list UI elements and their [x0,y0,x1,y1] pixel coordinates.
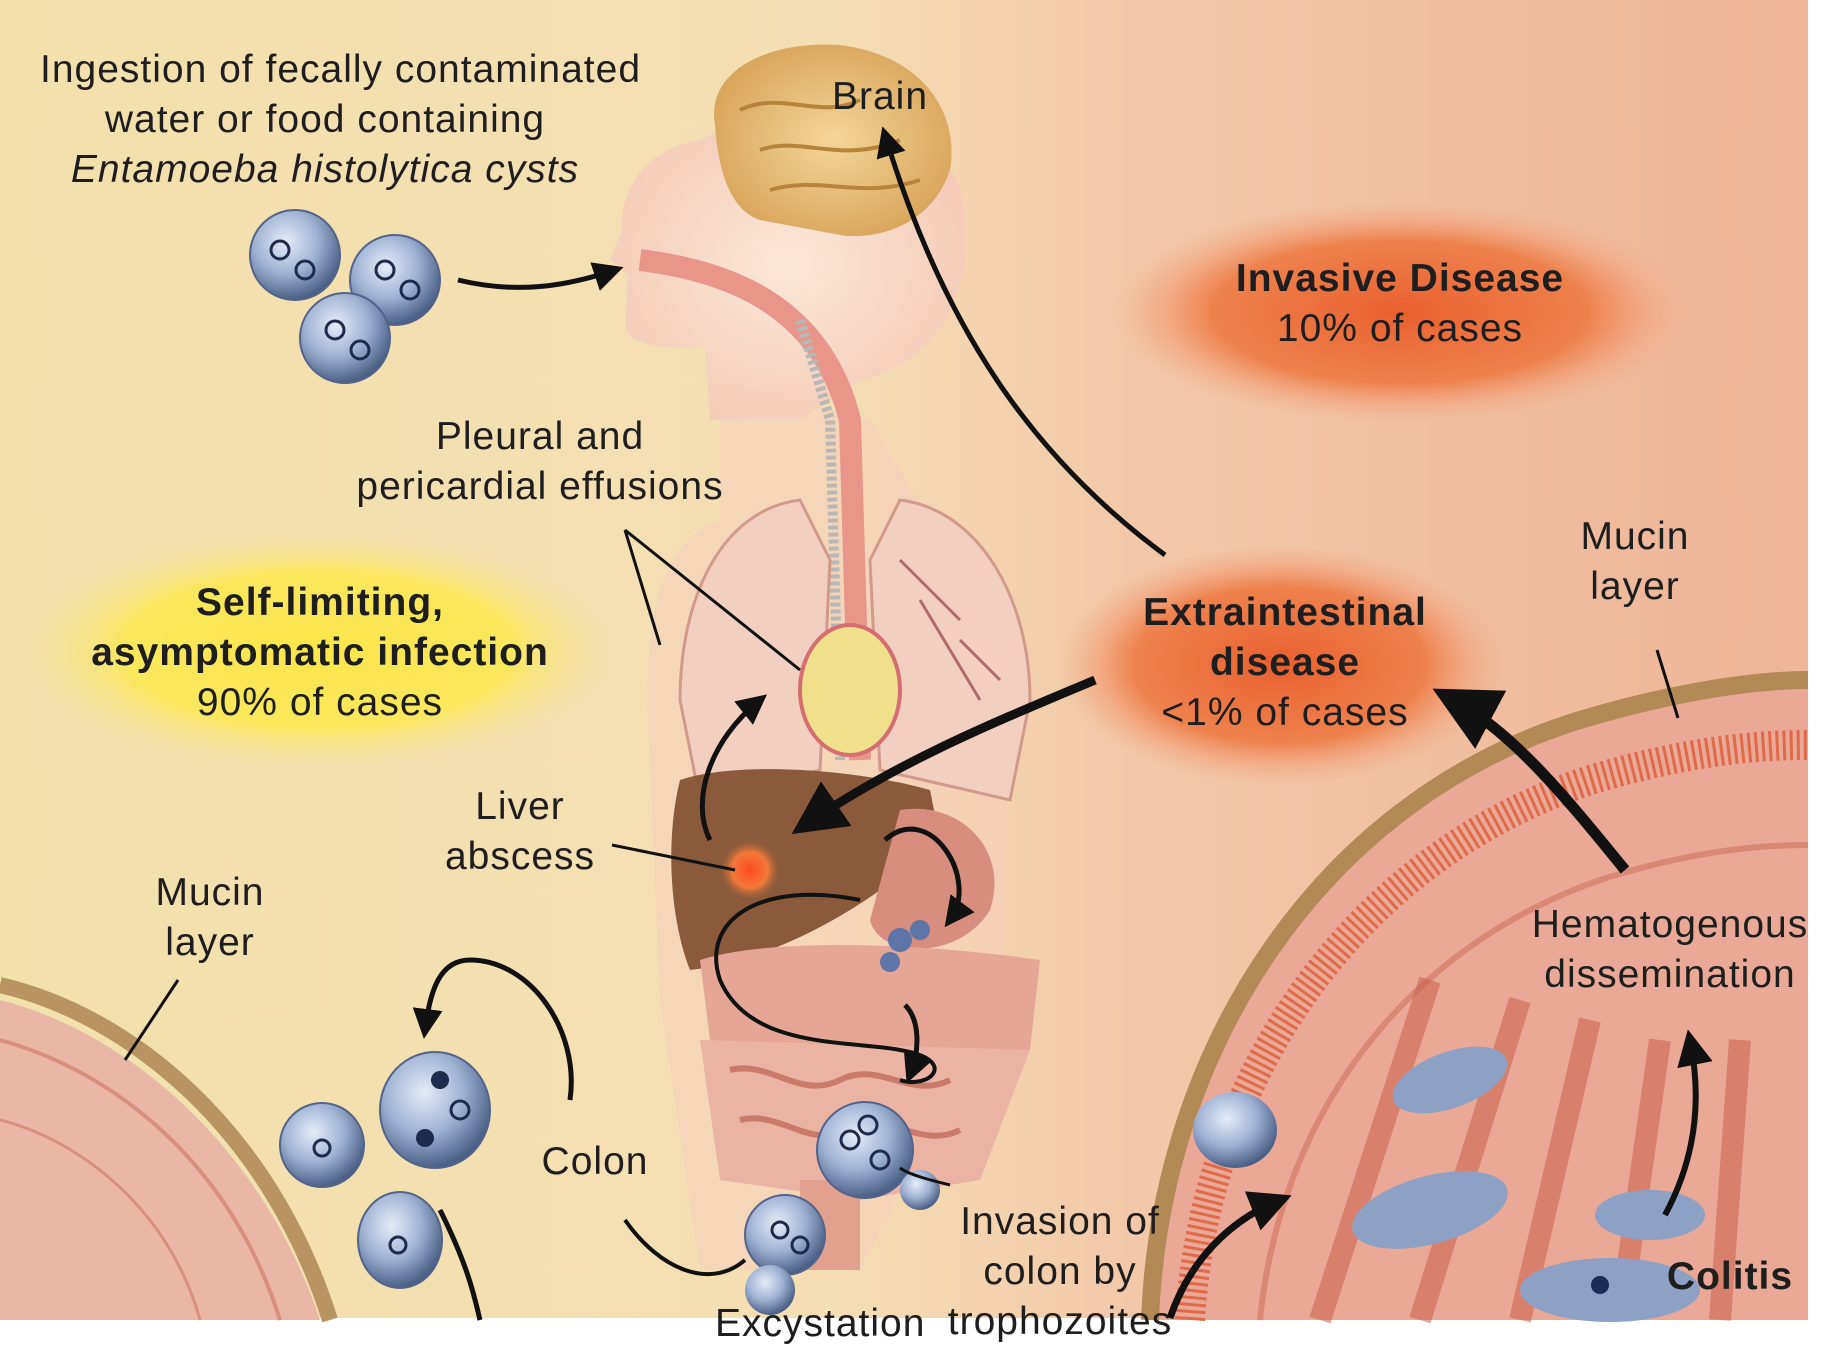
brain-label: Brain [820,72,940,122]
ingestion-line-3: Entamoeba histolytica cysts [40,145,610,195]
pleural-line-1: Pleural and [355,412,725,462]
hematogenous-label: Hematogenous dissemination [1520,900,1820,1000]
invasive-title: Invasive Disease [1170,254,1630,304]
self-limiting-label: Self-limiting, asymptomatic infection 90… [80,578,560,728]
extraintestinal-line-1: Extraintestinal [1120,588,1450,638]
mucin-layer-left-label: Mucin layer [130,868,290,968]
self-limiting-line-1: Self-limiting, [80,578,560,628]
mucin-layer-right-label: Mucin layer [1560,512,1710,612]
ingestion-line-1: Ingestion of fecally contaminated [40,45,610,95]
invasion-line-3: trophozoites [945,1297,1175,1347]
invasion-line-1: Invasion of [945,1197,1175,1247]
mucin-right-line-2: layer [1560,562,1710,612]
self-limiting-line-2: asymptomatic infection [80,628,560,678]
invasion-line-2: colon by [945,1247,1175,1297]
extraintestinal-percent: <1% of cases [1120,688,1450,738]
invasive-percent: 10% of cases [1170,304,1630,354]
hematogenous-line-2: dissemination [1520,950,1820,1000]
liver-line-1: Liver [430,782,610,832]
pleural-line-2: pericardial effusions [355,462,725,512]
brain-label-text: Brain [820,72,940,122]
ingestion-line-2: water or food containing [40,95,610,145]
invasive-disease-label: Invasive Disease 10% of cases [1170,254,1630,354]
excystation-label-text: Excystation [715,1299,925,1349]
colitis-label-text: Colitis [1660,1252,1800,1302]
excystation-label: Excystation [715,1299,925,1349]
extraintestinal-line-2: disease [1120,638,1450,688]
hematogenous-line-1: Hematogenous [1520,900,1820,950]
self-limiting-percent: 90% of cases [80,678,560,728]
invasion-label: Invasion of colon by trophozoites [945,1197,1175,1347]
extraintestinal-label: Extraintestinal disease <1% of cases [1120,588,1450,738]
colon-label: Colon [530,1137,660,1187]
liver-abscess-label: Liver abscess [430,782,610,882]
mucin-left-line-1: Mucin [130,868,290,918]
liver-line-2: abscess [430,832,610,882]
mucin-right-line-1: Mucin [1560,512,1710,562]
ingestion-label: Ingestion of fecally contaminated water … [40,45,610,195]
colitis-label: Colitis [1660,1252,1800,1302]
colon-label-text: Colon [530,1137,660,1187]
mucin-left-line-2: layer [130,918,290,968]
heart [800,625,900,755]
pleural-label: Pleural and pericardial effusions [355,412,725,512]
